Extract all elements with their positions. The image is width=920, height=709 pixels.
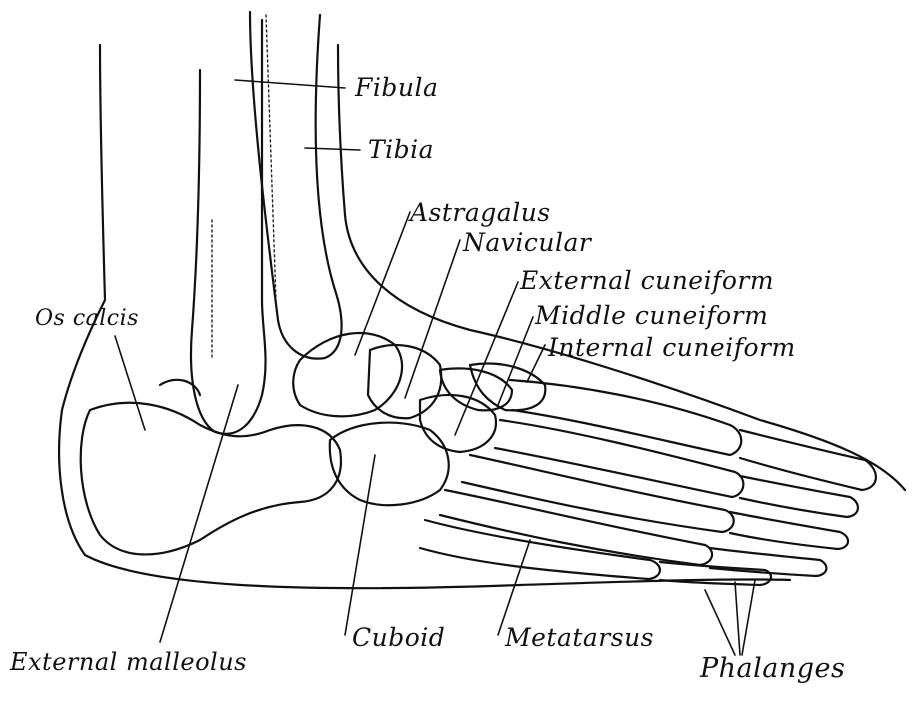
os-calcis-bone [81, 403, 341, 555]
leader-fibula [235, 80, 345, 88]
phalanx-3 [730, 512, 848, 549]
middle-cuneiform-bone [440, 368, 512, 410]
label-middle-cuneiform: Middle cuneiform [535, 303, 768, 328]
label-metatarsus: Metatarsus [505, 625, 654, 650]
tibia-bone [250, 12, 342, 359]
label-external-cuneiform: External cuneiform [520, 268, 774, 293]
leader-cuboid [345, 455, 375, 635]
cuboid-bone [330, 423, 449, 506]
leader-astragalus [355, 212, 410, 355]
label-external-malleolus: External malleolus [10, 650, 247, 674]
leader-middle-cuneiform [498, 317, 533, 405]
leader-external-cuneiform [455, 282, 518, 435]
leader-navicular [405, 240, 460, 398]
leader-phalanges-2 [735, 582, 740, 655]
leader-metatarsus [498, 540, 530, 635]
leader-tibia [305, 148, 360, 150]
leader-os-calcis [115, 336, 145, 430]
label-phalanges: Phalanges [700, 655, 845, 682]
label-os-calcis: Os calcis [35, 308, 139, 330]
leader-phalanges-3 [742, 580, 755, 655]
metatarsal-3 [462, 455, 734, 532]
label-cuboid: Cuboid [352, 625, 445, 650]
phalanx-2 [740, 476, 858, 517]
leader-phalanges-1 [705, 590, 735, 655]
label-internal-cuneiform: Internal cuneiform [548, 335, 796, 360]
label-astragalus: Astragalus [410, 200, 551, 225]
label-fibula: Fibula [355, 75, 438, 100]
metatarsal-4 [440, 490, 712, 565]
label-tibia: Tibia [368, 137, 434, 162]
label-navicular: Navicular [463, 230, 591, 255]
